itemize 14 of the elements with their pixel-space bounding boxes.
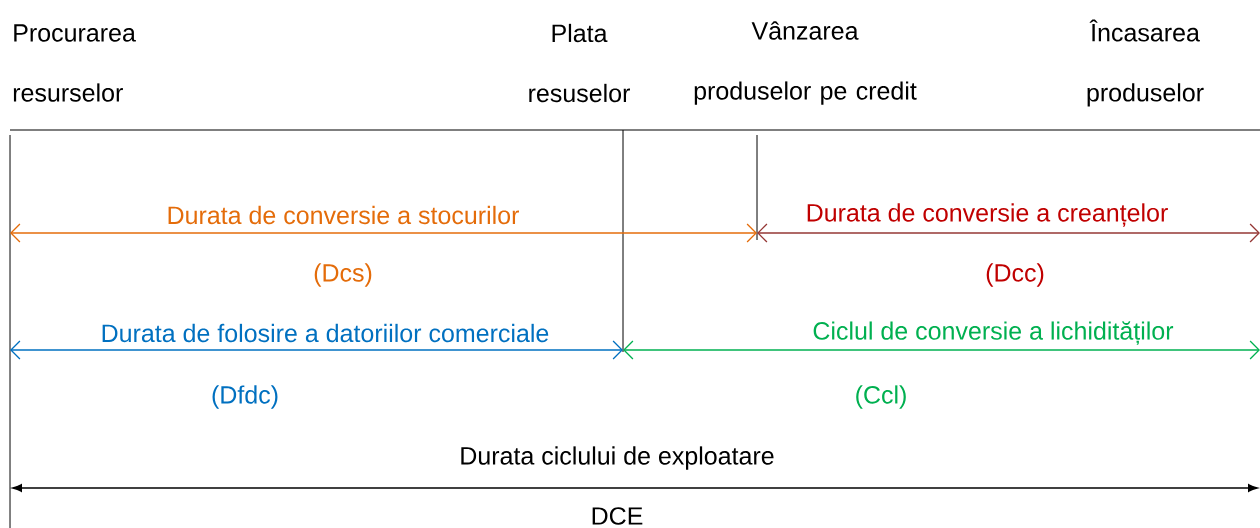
abbreviation-label: (Dfdc): [212, 385, 278, 409]
duration-label: Durata de conversie a creanțelor: [807, 203, 1168, 227]
abbreviation-label: DCE: [592, 507, 643, 525]
abbreviation-label: (Ccl): [856, 385, 906, 409]
time-point-label: Încasarea produselor: [1087, 19, 1204, 107]
abbreviation-label: (Dcs): [314, 263, 372, 287]
duration-label: Durata de conversie a stocurilor: [168, 205, 519, 225]
duration-label: Durata ciclului de exploatare: [461, 446, 774, 470]
time-point-label: Procurarea resurselor: [13, 24, 136, 102]
duration-label: Ciclul de conversie a lichidităților: [813, 321, 1174, 345]
abbreviation-label: (Dcc): [986, 263, 1044, 287]
duration-label: Durata de folosire a datoriilor comerciale: [102, 323, 549, 343]
time-point-label: Vânzarea produselor pe credit: [694, 21, 917, 105]
time-point-label: Plata resuselor: [529, 23, 630, 103]
